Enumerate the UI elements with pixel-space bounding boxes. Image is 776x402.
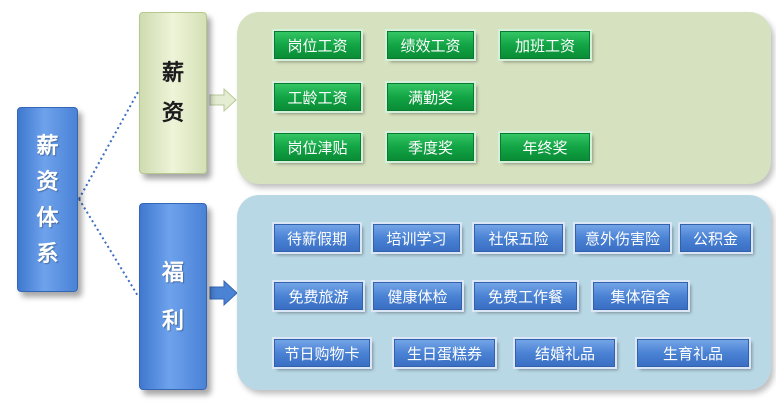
salary-item: 年终奖 bbox=[498, 131, 592, 163]
welfare-item: 健康体检 bbox=[371, 280, 464, 312]
salary-item: 工龄工资 bbox=[272, 81, 363, 113]
welfare-item: 生育礼品 bbox=[635, 337, 751, 369]
welfare-item: 集体宿舍 bbox=[591, 280, 690, 312]
salary-item: 绩效工资 bbox=[385, 29, 476, 61]
salary-item: 季度奖 bbox=[385, 131, 476, 163]
welfare-item: 生日蛋糕券 bbox=[392, 337, 497, 369]
category-welfare-label: 福利 bbox=[161, 259, 184, 334]
welfare-item: 社保五险 bbox=[472, 222, 565, 254]
root-node-label: 薪资体系 bbox=[36, 132, 59, 267]
category-welfare: 福利 bbox=[139, 203, 207, 390]
welfare-item: 免费旅游 bbox=[272, 280, 365, 312]
salary-items-panel: 岗位工资 绩效工资 加班工资 工龄工资 满勤奖 岗位津贴 季度奖 年终奖 bbox=[237, 12, 771, 184]
welfare-item: 待薪假期 bbox=[272, 222, 362, 254]
salary-item: 岗位工资 bbox=[272, 29, 363, 61]
welfare-item: 节日购物卡 bbox=[272, 337, 372, 369]
welfare-item: 意外伤害险 bbox=[573, 222, 672, 254]
welfare-item: 培训学习 bbox=[371, 222, 462, 254]
welfare-item: 结婚礼品 bbox=[513, 337, 617, 369]
welfare-item: 公积金 bbox=[678, 222, 753, 254]
category-salary: 薪资 bbox=[139, 12, 207, 174]
salary-item: 满勤奖 bbox=[385, 81, 476, 113]
salary-arrow bbox=[209, 87, 237, 113]
root-to-salary-connector bbox=[78, 91, 139, 200]
welfare-item: 免费工作餐 bbox=[472, 280, 579, 312]
salary-item: 加班工资 bbox=[498, 29, 592, 61]
root-to-welfare-connector bbox=[78, 198, 139, 297]
root-node-salary-system: 薪资体系 bbox=[17, 107, 78, 292]
category-salary-label: 薪资 bbox=[161, 60, 184, 126]
welfare-items-panel: 待薪假期 培训学习 社保五险 意外伤害险 公积金 免费旅游 健康体检 免费工作餐… bbox=[237, 195, 771, 390]
salary-item: 岗位津贴 bbox=[272, 131, 363, 163]
welfare-arrow bbox=[209, 279, 238, 307]
